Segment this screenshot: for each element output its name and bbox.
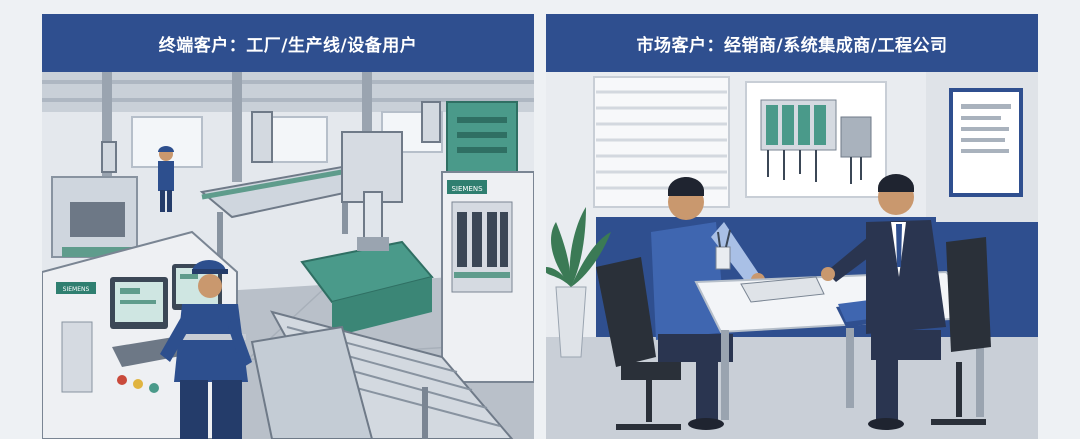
cabinet-brand-label: SIEMENS — [451, 185, 483, 193]
console-brand-label: SIEMENS — [63, 286, 90, 293]
panel-gutter — [534, 0, 546, 439]
market-customer-panel: 市场客户：经销商/系统集成商/工程公司 — [546, 14, 1038, 439]
office-illustration — [546, 72, 1038, 439]
factory-illustration: SIEMENS — [42, 72, 534, 439]
end-customer-title: 终端客户：工厂/生产线/设备用户 — [42, 14, 534, 72]
market-customer-title: 市场客户：经销商/系统集成商/工程公司 — [546, 14, 1038, 72]
end-customer-panel: 终端客户：工厂/生产线/设备用户 — [42, 14, 534, 439]
